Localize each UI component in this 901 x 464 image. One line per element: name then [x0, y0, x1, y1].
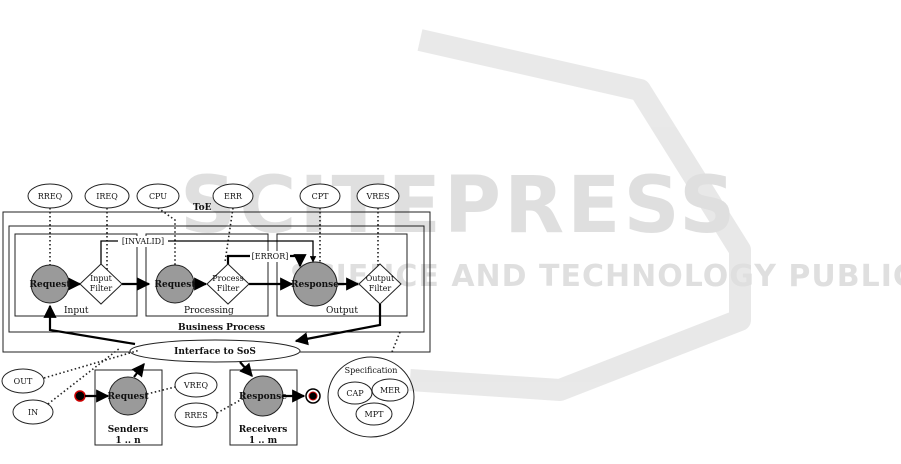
senders-label: Senders — [108, 425, 149, 435]
svg-text:IN: IN — [28, 408, 38, 417]
link-err — [224, 207, 234, 263]
interface-to-sos: Interface to SoS — [129, 339, 301, 363]
svg-text:CPT: CPT — [312, 192, 330, 201]
link-vreq — [146, 386, 176, 395]
svg-text:Request: Request — [30, 280, 72, 290]
receivers-multiplicity: 1 .. m — [249, 436, 278, 446]
end-node-icon — [305, 388, 321, 404]
link-specification — [391, 331, 401, 353]
guard-invalid-label: [INVALID] — [122, 237, 164, 246]
svg-text:Filter: Filter — [217, 284, 240, 293]
metric-cpu: CPU — [136, 183, 180, 209]
node-receiver-response: Response — [239, 375, 287, 417]
stage-processing — [145, 233, 269, 317]
svg-text:MER: MER — [380, 386, 401, 395]
receivers-frame — [229, 369, 298, 446]
metric-err: ERR — [212, 183, 254, 209]
svg-text:Output: Output — [366, 274, 395, 283]
svg-text:VRES: VRES — [365, 192, 389, 201]
svg-text:RREQ: RREQ — [38, 192, 63, 201]
svg-text:Response: Response — [291, 280, 339, 290]
watermark-book-icon — [409, 29, 751, 401]
flow-interface-to-receiver — [239, 361, 253, 378]
metric-cpt: CPT — [299, 183, 341, 209]
stage-processing-label: Processing — [184, 306, 234, 316]
metric-vreq: VREQ — [174, 372, 218, 398]
link-cpu — [157, 207, 176, 268]
link-rres — [216, 397, 245, 414]
watermark: SCITEPRESS SCIENCE AND TECHNOLOGY PUBLIC… — [180, 29, 901, 401]
svg-text:Input: Input — [90, 274, 113, 283]
flow-interface-to-input — [43, 304, 136, 346]
stage-input — [14, 233, 138, 317]
node-sender-request: Request — [108, 376, 150, 416]
business-process-label: Business Process — [178, 323, 265, 333]
node-request-input: Request — [30, 264, 72, 304]
svg-text:MPT: MPT — [365, 410, 385, 419]
stage-output-label: Output — [326, 306, 358, 316]
svg-text:Interface to SoS: Interface to SoS — [174, 347, 256, 357]
flow-output-to-interface — [294, 304, 382, 346]
metric-rreq: RREQ — [27, 183, 73, 209]
svg-text:Response: Response — [239, 392, 287, 402]
business-process-frame — [8, 225, 425, 333]
senders-frame — [94, 369, 163, 446]
svg-text:CAP: CAP — [346, 389, 364, 398]
stage-output — [276, 233, 408, 317]
specification: Specification CAP MER MPT — [327, 356, 415, 438]
svg-text:ERR: ERR — [224, 192, 243, 201]
stage-input-label: Input — [64, 306, 89, 316]
node-process-filter: Process Filter — [206, 263, 250, 305]
spec-cap — [337, 381, 373, 405]
senders-multiplicity: 1 .. n — [115, 436, 141, 446]
svg-text:CPU: CPU — [149, 192, 167, 201]
link-in — [47, 347, 121, 405]
metric-ireq: IREQ — [84, 183, 130, 209]
watermark-brand: SCITEPRESS — [180, 161, 738, 251]
flow-invalid-guard — [100, 240, 317, 265]
flow-sender-to-interface — [131, 362, 145, 378]
spec-mer — [371, 378, 409, 402]
svg-text:Filter: Filter — [369, 284, 392, 293]
svg-text:Request: Request — [155, 280, 197, 290]
specification-label: Specification — [345, 366, 398, 375]
svg-text:Process: Process — [212, 274, 243, 283]
receivers-label: Receivers — [239, 425, 288, 435]
svg-text:Request: Request — [108, 392, 150, 402]
toe-label: ToE — [193, 203, 212, 213]
svg-text:IREQ: IREQ — [96, 192, 118, 201]
metric-out: OUT — [1, 368, 45, 394]
metric-vres: VRES — [356, 183, 400, 209]
spec-mpt — [355, 402, 393, 426]
svg-text:OUT: OUT — [14, 377, 33, 386]
metric-rres: RRES — [174, 402, 218, 428]
svg-text:VREQ: VREQ — [183, 381, 209, 390]
link-out — [43, 349, 141, 379]
svg-text:Filter: Filter — [90, 284, 113, 293]
start-node-icon — [74, 390, 86, 402]
metric-in: IN — [12, 399, 54, 425]
node-response: Response — [291, 261, 339, 307]
guard-error-label: [ERROR] — [252, 252, 289, 261]
node-request-processing: Request — [155, 264, 197, 304]
svg-text:RRES: RRES — [184, 411, 207, 420]
node-input-filter: Input Filter — [79, 263, 123, 305]
